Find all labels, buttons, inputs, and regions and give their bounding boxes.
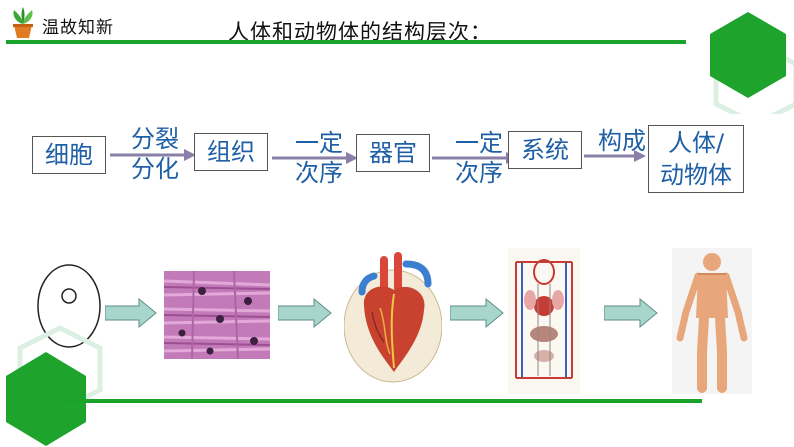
heart-image xyxy=(343,248,443,388)
cell-diagram xyxy=(36,263,102,353)
flow-label-compose: 构成 xyxy=(598,127,646,155)
footer-divider xyxy=(62,399,702,403)
flow-label-order-1: 一定 次序 xyxy=(295,129,343,187)
flow-label-division-differentiation: 分裂 分化 xyxy=(131,125,179,183)
flow-box-system: 系统 xyxy=(508,131,582,169)
flow-arrow-1-icon xyxy=(110,147,196,166)
flow-box-organ: 器官 xyxy=(356,134,430,172)
flow-box-organism: 人体/ 动物体 xyxy=(648,125,744,193)
image-arrow-3-icon xyxy=(449,297,504,332)
flow-arrow-2-icon xyxy=(272,150,358,169)
flow-arrow-4-icon xyxy=(584,148,646,167)
flow-box-tissue: 组织 xyxy=(194,133,268,171)
flow-arrow-3-icon xyxy=(432,150,518,169)
image-arrow-2-icon xyxy=(277,297,332,332)
header-divider xyxy=(6,40,686,44)
muscle-tissue-image xyxy=(163,270,271,363)
hexagon-decoration-top xyxy=(706,4,794,114)
hexagon-decoration-bottom xyxy=(0,318,140,447)
image-arrow-1-icon xyxy=(104,297,157,332)
flow-box-cell: 细胞 xyxy=(32,136,106,174)
image-arrow-4-icon xyxy=(603,297,658,332)
human-body-image xyxy=(672,248,752,398)
circulatory-system-image xyxy=(508,248,580,398)
potted-plant-logo-icon xyxy=(6,6,40,40)
section-label: 温故知新 xyxy=(42,18,114,38)
flow-label-order-2: 一定 次序 xyxy=(455,129,503,187)
